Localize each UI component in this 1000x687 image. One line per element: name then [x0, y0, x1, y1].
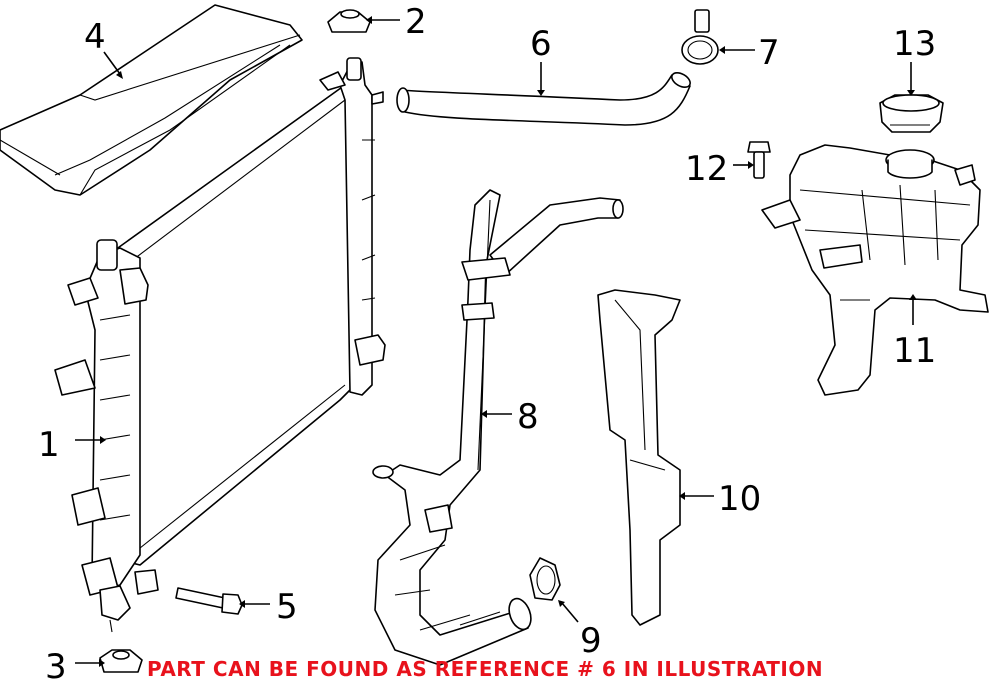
- reservoir-cap: [879, 94, 944, 133]
- hose-clamp: [681, 9, 719, 65]
- reservoir-bolt: [747, 141, 771, 179]
- callout-1: 1: [38, 425, 60, 465]
- callout-12: 12: [685, 149, 728, 189]
- upper-air-baffle: [0, 4, 303, 196]
- callout-3: 3: [45, 647, 67, 687]
- lower-radiator-hose: [372, 189, 624, 666]
- coolant-reservoir: [761, 144, 989, 396]
- callout-9: 9: [580, 621, 602, 661]
- radiator-mount-cap: [327, 9, 371, 33]
- hose-clamp-lower: [529, 557, 561, 601]
- reference-note: PART CAN BE FOUND AS REFERENCE # 6 IN IL…: [147, 657, 823, 681]
- radiator: [54, 57, 386, 633]
- callout-10: 10: [718, 479, 761, 519]
- callout-2: 2: [405, 2, 427, 42]
- callout-13: 13: [893, 24, 936, 64]
- callout-11: 11: [893, 331, 936, 371]
- radiator-lower-isolator: [99, 649, 143, 673]
- callout-8: 8: [517, 397, 539, 437]
- upper-radiator-hose: [396, 71, 691, 126]
- side-air-seal: [597, 289, 681, 626]
- callout-4: 4: [84, 17, 106, 57]
- callout-5: 5: [276, 587, 298, 627]
- callout-6: 6: [530, 24, 552, 64]
- callout-leaders: [75, 16, 917, 667]
- drain-plug: [175, 587, 243, 615]
- callout-7: 7: [758, 33, 780, 73]
